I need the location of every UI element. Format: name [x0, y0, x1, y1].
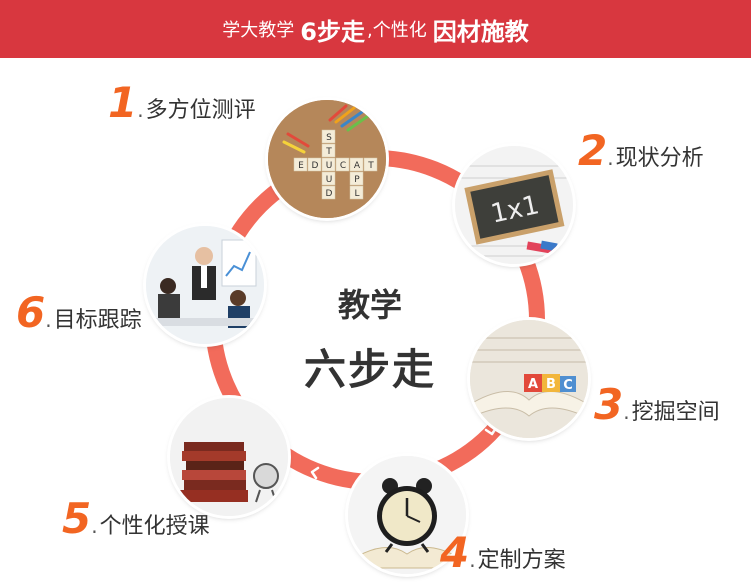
- svg-text:B: B: [546, 377, 556, 392]
- step-dot: .: [469, 548, 476, 572]
- step-4: 4 . 定制方案: [440, 532, 566, 574]
- chalkboard-1x1-photo: 1x1: [455, 146, 573, 264]
- arrow-chevron-icon: [393, 180, 403, 192]
- svg-text:A: A: [354, 161, 361, 171]
- svg-text:C: C: [563, 378, 573, 393]
- step-number: 6: [16, 288, 46, 337]
- step-label: 目标跟踪: [53, 308, 142, 333]
- svg-text:C: C: [340, 161, 346, 171]
- arrow-chevron-icon: [310, 466, 320, 480]
- arrow-chevron-icon: [510, 282, 520, 296]
- step-1: 1 . 多方位测评: [108, 82, 256, 124]
- svg-text:P: P: [354, 175, 360, 185]
- step-number: 2: [578, 126, 608, 175]
- svg-text:L: L: [354, 189, 359, 199]
- svg-text:U: U: [326, 161, 333, 171]
- banner-text-1: 学大教学: [222, 20, 295, 41]
- arrow-chevron-icon: [226, 350, 236, 364]
- svg-text:T: T: [325, 147, 332, 157]
- abc-blocks-book-photo: A B C: [470, 320, 588, 438]
- step-label: 多方位测评: [145, 98, 256, 123]
- step-dot: .: [623, 400, 630, 424]
- step-dot: .: [137, 98, 144, 122]
- step-label: 现状分析: [615, 146, 704, 171]
- svg-text:U: U: [326, 175, 333, 185]
- teacher-student-photo: [146, 226, 264, 344]
- title-banner: 学大教学 6步走 ,个性化 因材施教: [0, 0, 751, 58]
- alarm-clock-photo: [348, 456, 466, 574]
- svg-text:S: S: [326, 133, 332, 143]
- step-dot: .: [91, 514, 98, 538]
- step-number: 3: [594, 380, 624, 429]
- step-label: 定制方案: [477, 548, 566, 573]
- step-label: 挖掘空间: [631, 400, 720, 425]
- svg-text:E: E: [298, 161, 304, 171]
- step-dot: .: [607, 146, 614, 170]
- center-subtitle: 六步走: [303, 345, 436, 394]
- book-stack-photo: [170, 398, 288, 516]
- svg-text:A: A: [528, 377, 538, 392]
- step-number: 4: [440, 528, 470, 577]
- step-label: 个性化授课: [99, 514, 210, 539]
- svg-text:D: D: [326, 189, 333, 199]
- banner-text-4: 因材施教: [432, 17, 529, 46]
- scrabble-letters-photo: E D U C A T S T U D P L: [268, 100, 386, 218]
- svg-text:T: T: [367, 161, 374, 171]
- step-dot: .: [45, 308, 52, 332]
- step-6: 6 . 目标跟踪: [16, 292, 142, 334]
- step-3: 3 . 挖掘空间: [594, 384, 720, 426]
- center-title: 教学: [337, 286, 402, 324]
- banner-text-3: ,个性化: [366, 20, 427, 41]
- arrow-chevron-icon: [484, 426, 498, 436]
- step-2: 2 . 现状分析: [578, 130, 704, 172]
- step-number: 1: [108, 78, 138, 127]
- step-5: 5 . 个性化授课: [62, 498, 210, 540]
- step-number: 5: [62, 494, 92, 543]
- banner-text-2: 6步走: [300, 17, 365, 46]
- six-step-diagram: 教学 六步走 E D U C A T S T U: [0, 58, 751, 584]
- svg-text:D: D: [312, 161, 319, 171]
